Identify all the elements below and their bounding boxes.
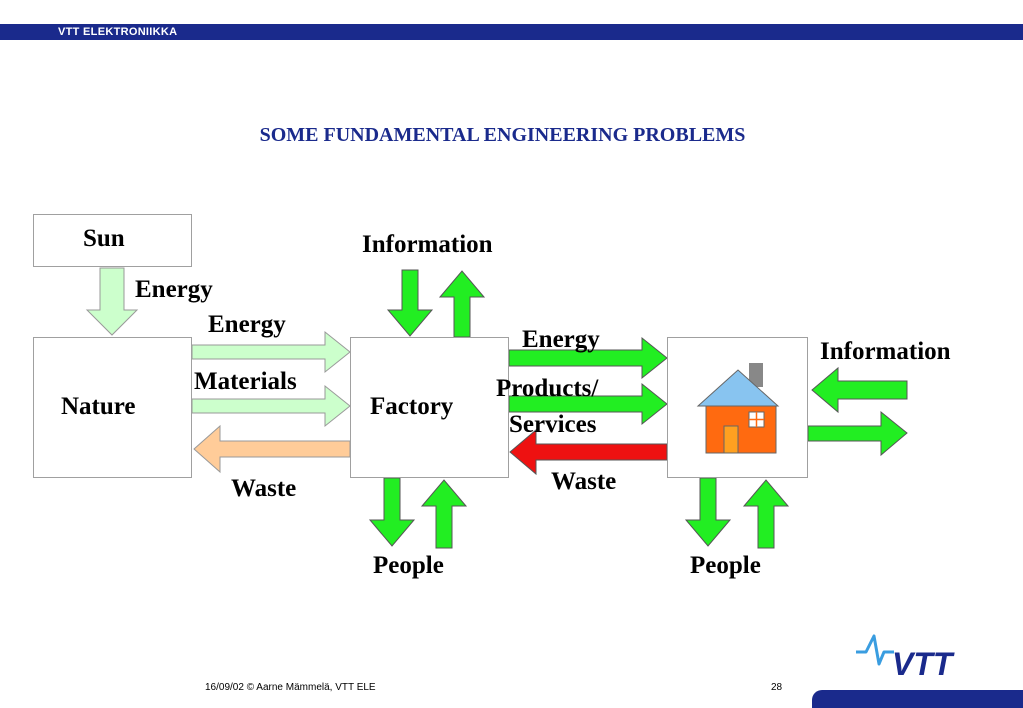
vtt-logo: VTT (856, 634, 955, 682)
arrow-information-to-home (811, 366, 908, 414)
label-information-factory: Information (362, 231, 493, 258)
label-people-factory: People (373, 552, 444, 579)
nature-box: Nature (33, 337, 192, 478)
footer-bar (812, 690, 1023, 708)
label-products-line1: Products/ (496, 375, 599, 402)
slide-title: SOME FUNDAMENTAL ENGINEERING PROBLEMS (259, 124, 746, 146)
arrow-information-to-factory (386, 269, 434, 337)
label-energy-sun: Energy (135, 276, 213, 303)
factory-label: Factory (370, 393, 454, 420)
header-org: VTT ELEKTRONIIKKA (58, 26, 178, 38)
arrow-home-to-people (684, 477, 732, 547)
factory-box: Factory (350, 337, 509, 478)
label-information-home: Information (820, 338, 951, 365)
arrow-information-from-factory (438, 270, 486, 338)
arrow-nature-energy-to-factory (191, 330, 351, 374)
label-people-home: People (690, 552, 761, 579)
label-materials: Materials (194, 368, 297, 395)
arrow-factory-waste-to-nature (193, 424, 351, 474)
logo-text: VTT (892, 646, 955, 682)
footer-page-number: 28 (771, 682, 783, 693)
label-energy-home: Energy (522, 326, 600, 353)
arrow-waste-to-factory (509, 428, 668, 476)
arrow-factory-to-people (368, 477, 416, 547)
arrow-people-to-home (742, 479, 790, 549)
arrow-energy-to-home (508, 336, 668, 380)
label-energy-nature: Energy (208, 311, 286, 338)
nature-label: Nature (61, 393, 136, 420)
header-bar: VTT ELEKTRONIIKKA (0, 24, 1023, 40)
label-waste-home: Waste (551, 468, 617, 495)
house-icon (696, 363, 780, 454)
sun-label: Sun (83, 225, 125, 252)
home-box (667, 337, 808, 478)
label-products-line2: Services (509, 411, 597, 438)
arrow-products-to-home (508, 382, 668, 426)
sun-box: Sun (33, 214, 192, 267)
arrow-information-from-home (807, 410, 908, 457)
label-waste-nature: Waste (231, 475, 297, 502)
arrow-nature-materials-to-factory (191, 384, 351, 428)
arrow-sun-to-nature (85, 267, 139, 336)
footer-credit: 16/09/02 © Aarne Mämmelä, VTT ELE (205, 682, 376, 693)
arrow-people-to-factory (420, 479, 468, 549)
